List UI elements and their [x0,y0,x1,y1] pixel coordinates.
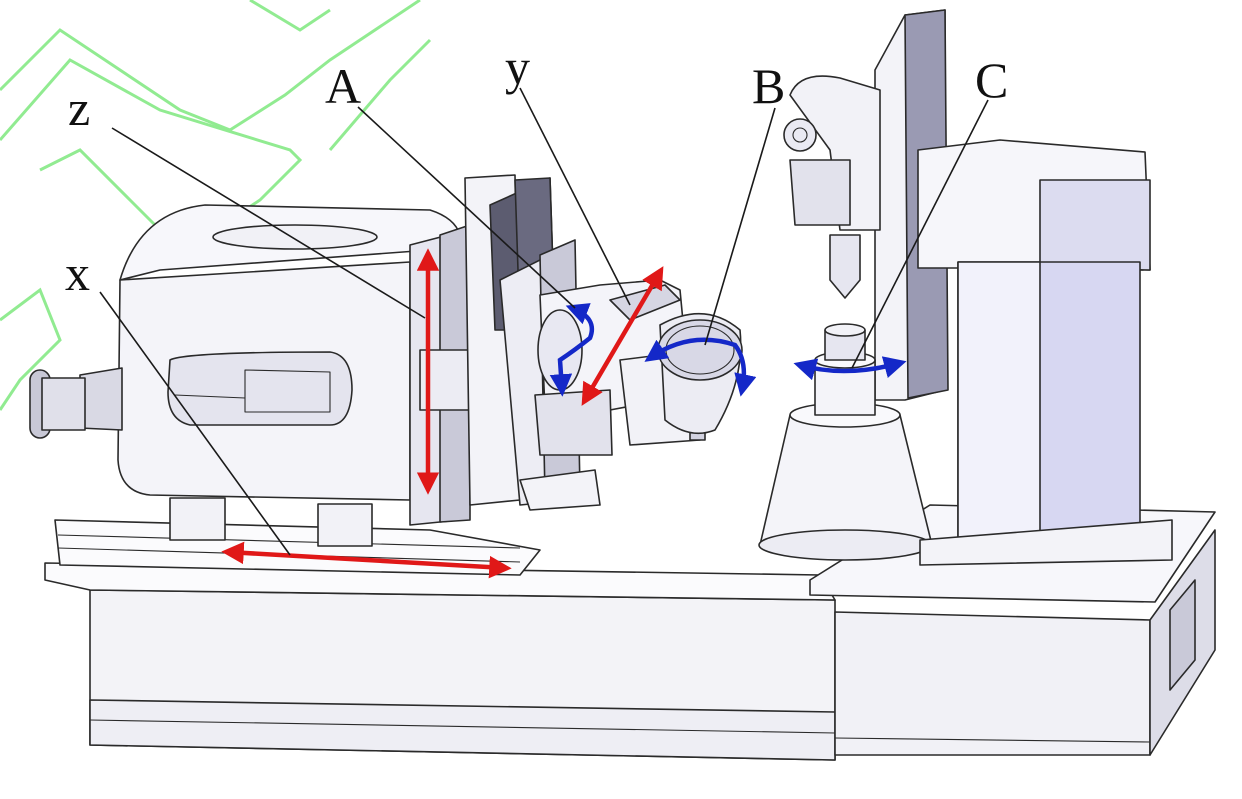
y-axis-arrow [581,266,664,406]
c-axis-station [758,9,1173,566]
tool-column [464,174,743,511]
leader-a [357,106,576,309]
leader-b [704,107,776,346]
leader-x [99,291,291,556]
leader-c [851,99,989,369]
a-axis-arrow [549,303,595,397]
label-c: C [975,52,1008,108]
axis-labels: z A y B C x [65,39,1008,301]
leader-z [111,127,426,319]
label-a: A [325,58,361,114]
watermark-lines [0,0,432,411]
motion-arrows [221,248,907,579]
c-axis-arrow [793,356,907,381]
leader-lines [99,87,989,556]
spindle-head [29,204,471,526]
label-x: x [65,245,90,301]
label-b: B [752,58,785,114]
b-axis-arrow [644,337,757,397]
x-axis-arrow [221,541,512,579]
label-z: z [68,80,90,136]
label-y: y [505,39,530,95]
leader-y [519,87,631,306]
